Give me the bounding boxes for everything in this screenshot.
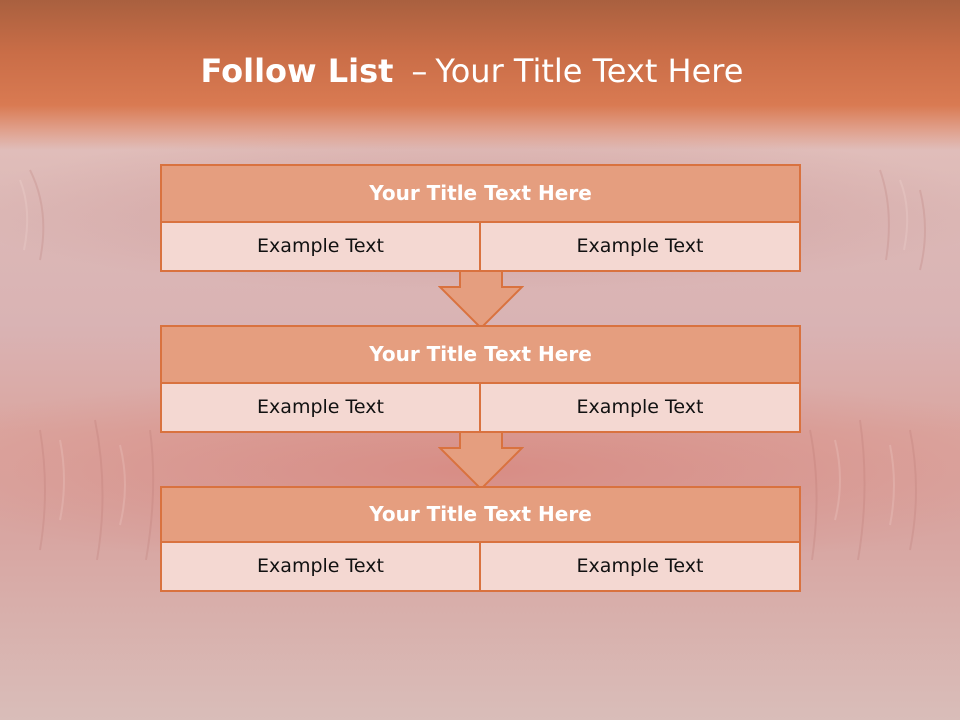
step-1-left-text: Example Text: [160, 221, 481, 272]
step-3-left-text: Example Text: [160, 541, 481, 592]
title-dash: –: [411, 52, 428, 90]
header-band: [0, 0, 960, 150]
step-block-3: Your Title Text Here Example Text Exampl…: [160, 486, 801, 592]
title-rest-part: Your Title Text Here: [435, 52, 744, 90]
down-arrow-icon: [438, 270, 524, 330]
step-2-left-text: Example Text: [160, 382, 481, 433]
step-title-2: Your Title Text Here: [160, 325, 801, 384]
step-title-1: Your Title Text Here: [160, 164, 801, 223]
step-3-right-text: Example Text: [479, 541, 801, 592]
step-title-3: Your Title Text Here: [160, 486, 801, 543]
slide-title: Follow List–Your Title Text Here: [0, 52, 944, 90]
down-arrow-icon: [438, 431, 524, 491]
step-block-2: Your Title Text Here Example Text Exampl…: [160, 325, 801, 433]
title-bold-part: Follow List: [200, 52, 394, 90]
step-1-right-text: Example Text: [479, 221, 801, 272]
step-2-right-text: Example Text: [479, 382, 801, 433]
step-block-1: Your Title Text Here Example Text Exampl…: [160, 164, 801, 272]
